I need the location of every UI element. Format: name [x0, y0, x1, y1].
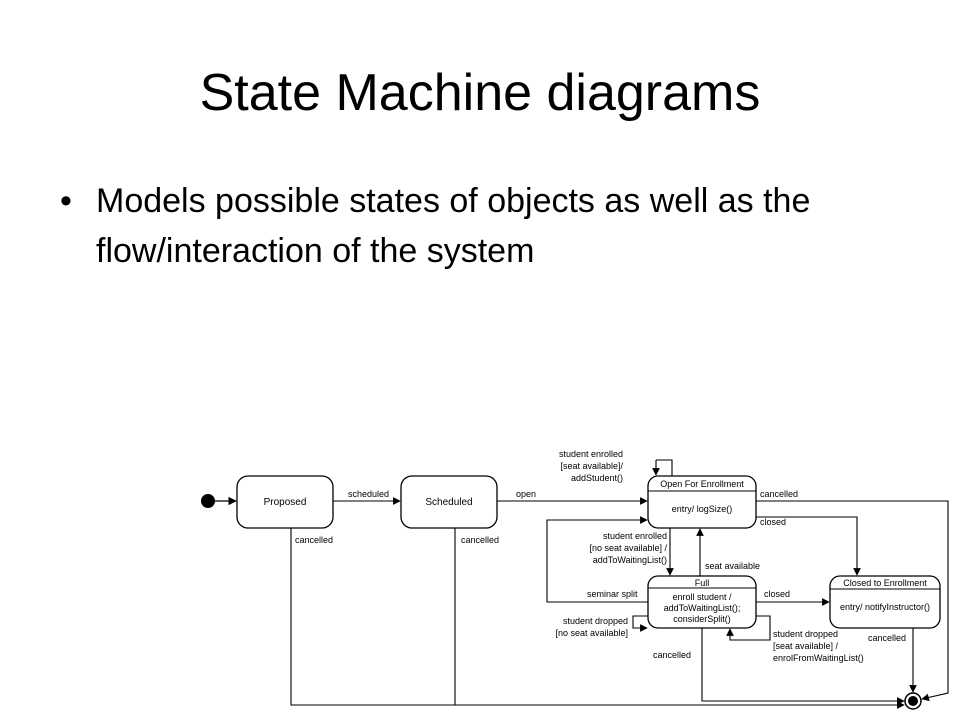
label-self-open-2: [seat available]/ — [560, 461, 623, 471]
state-closed-label: Closed to Enrollment — [843, 578, 927, 588]
state-full-activity-1: enroll student / — [672, 592, 732, 602]
transition-open-self — [675, 460, 677, 476]
state-full: Full enroll student / addToWaitingList()… — [647, 575, 757, 629]
bullet-text: Models possible states of objects as wel… — [96, 182, 811, 270]
transition-full-cancelled — [701, 628, 905, 705]
state-proposed-label: Proposed — [264, 497, 307, 508]
label-dropped-seat-2: [seat available] / — [773, 641, 839, 651]
state-full-activity-3: considerSplit() — [673, 614, 731, 624]
state-full-label: Full — [695, 578, 710, 588]
label-seminar-split: seminar split — [587, 589, 638, 599]
state-full-activity-2: addToWaitingList(); — [664, 603, 741, 613]
label-closed-full: closed — [764, 589, 790, 599]
transition-full-seminar-split — [546, 516, 648, 603]
transition-full-dropped-no-seat — [632, 615, 648, 632]
label-self-open-1: student enrolled — [559, 449, 623, 459]
state-proposed: Proposed — [236, 475, 334, 529]
final-state-node — [904, 692, 922, 710]
label-cancelled-full: cancelled — [653, 650, 691, 660]
label-cancelled-proposed: cancelled — [295, 535, 333, 545]
label-cancelled-scheduled: cancelled — [461, 535, 499, 545]
transition-full-dropped-seat — [726, 615, 771, 641]
transition-proposed-cancelled — [290, 528, 905, 709]
label-seat-available: seat available — [705, 561, 760, 571]
label-dropped-seat-1: student dropped — [773, 629, 838, 639]
state-open-activity: entry/ logSize() — [672, 504, 733, 514]
state-closed-to-enrollment: Closed to Enrollment entry/ notifyInstru… — [829, 575, 941, 629]
transition-open-closed — [756, 516, 861, 576]
label-scheduled: scheduled — [348, 489, 389, 499]
transition-open-cancelled — [756, 500, 949, 702]
label-closed-open: closed — [760, 517, 786, 527]
state-scheduled-label: Scheduled — [425, 497, 472, 508]
initial-state-node — [201, 494, 215, 508]
state-open-for-enrollment: Open For Enrollment entry/ logSize() — [647, 475, 757, 529]
bullet-list: • Models possible states of objects as w… — [60, 176, 920, 276]
state-closed-activity: entry/ notifyInstructor() — [840, 602, 930, 612]
label-dropped-no-seat-2: [no seat available] — [555, 628, 628, 638]
state-open-label: Open For Enrollment — [660, 479, 744, 489]
label-self-open-3: addStudent() — [571, 473, 623, 483]
slide-title: State Machine diagrams — [199, 64, 761, 122]
label-open-to-full-3: addToWaitingList() — [593, 555, 667, 565]
label-open-to-full-2: [no seat available] / — [589, 543, 667, 553]
label-dropped-no-seat-1: student dropped — [563, 616, 628, 626]
label-dropped-seat-3: enrolFromWaitingList() — [773, 653, 864, 663]
label-open-to-full-1: student enrolled — [603, 531, 667, 541]
bullet-item: • Models possible states of objects as w… — [60, 176, 920, 276]
label-open: open — [516, 489, 536, 499]
label-cancelled-closed: cancelled — [868, 633, 906, 643]
bullet-glyph: • — [60, 182, 72, 220]
state-machine-diagram: Proposed Scheduled Open For Enrollment e… — [190, 440, 960, 720]
state-scheduled: Scheduled — [400, 475, 498, 529]
transition-open-self-loop — [656, 459, 673, 476]
label-cancelled-open: cancelled — [760, 489, 798, 499]
